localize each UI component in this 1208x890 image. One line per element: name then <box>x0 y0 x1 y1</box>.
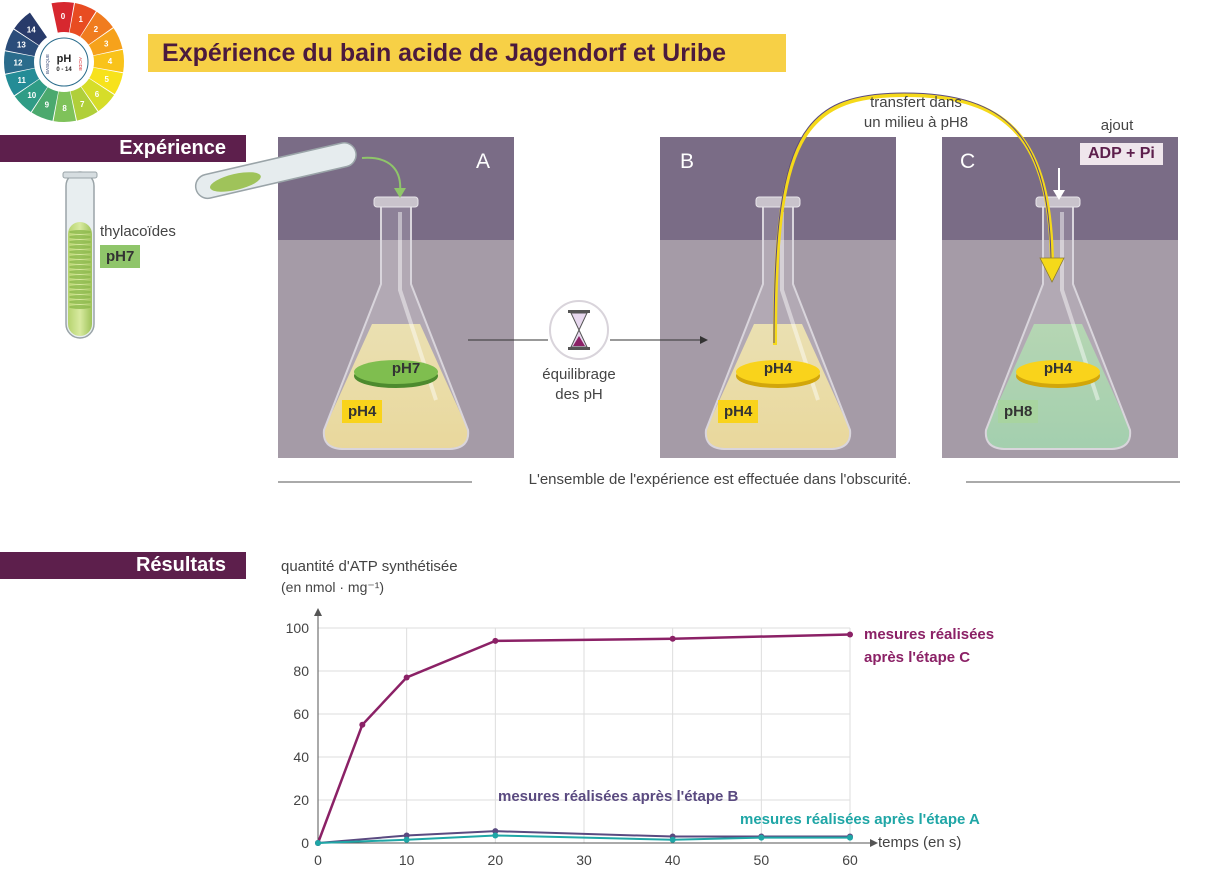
ph-wheel-range: 0 - 14 <box>56 67 72 73</box>
ph-wheel-segment <box>14 79 48 112</box>
panel-c-medium-ph: pH8 <box>998 400 1039 423</box>
ph-wheel-segment <box>81 78 115 112</box>
y-tick-label: 100 <box>286 620 310 636</box>
ph-wheel-number: 6 <box>95 90 100 99</box>
ph-wheel-number: 14 <box>27 26 36 35</box>
data-point <box>669 635 676 642</box>
chart-xlabel: temps (en s) <box>878 834 962 851</box>
ph-wheel-number: 5 <box>105 75 110 84</box>
data-point <box>492 828 499 835</box>
ph-wheel-number: 3 <box>104 40 109 49</box>
ph-wheel-number: 8 <box>62 104 67 113</box>
ph-wheel-segment <box>89 67 123 95</box>
data-point <box>758 834 765 841</box>
x-tick-label: 20 <box>488 852 504 868</box>
y-tick-label: 20 <box>293 792 309 808</box>
x-tick-label: 10 <box>399 852 415 868</box>
panel-a-disk-ph: pH7 <box>391 360 421 377</box>
panel-a-letter: A <box>476 150 491 173</box>
tube-label: thylacoïdes <box>100 223 176 240</box>
ph-wheel-segment <box>51 1 74 33</box>
ph-wheel-number: 2 <box>94 25 99 34</box>
ajout-label: ajout <box>1100 117 1134 134</box>
data-point <box>315 840 321 846</box>
y-tick-label: 40 <box>293 749 309 765</box>
y-tick-label: 0 <box>301 835 309 851</box>
x-tick-label: 60 <box>842 852 858 868</box>
panel-a-medium-ph: pH4 <box>342 400 383 423</box>
data-point <box>847 834 853 841</box>
series-line <box>316 633 851 844</box>
equilibrage-label-1: équilibrage <box>542 366 616 383</box>
ph-wheel-acid-label: ACIDE <box>78 57 83 71</box>
data-point <box>847 631 853 638</box>
data-point <box>669 836 676 843</box>
transfer-label-1: transfert dans <box>870 94 962 111</box>
test-tube <box>62 171 98 339</box>
tube-ph-tag: pH7 <box>100 245 141 268</box>
darkness-note: L'ensemble de l'expérience est effectuée… <box>528 471 912 488</box>
chart-ylabel-1: quantité d'ATP synthétisée <box>281 558 458 575</box>
y-tick-label: 60 <box>293 706 309 722</box>
series-c-label-1: mesures réalisées <box>864 626 995 643</box>
series-c-label-2: après l'étape C <box>864 649 971 666</box>
ph-wheel-segment <box>80 11 113 45</box>
ph-wheel-segment <box>88 28 123 56</box>
page-title: Expérience du bain acide de Jagendorf et… <box>148 34 786 72</box>
ph-wheel-segment <box>3 51 35 74</box>
pouring-tube <box>194 142 357 200</box>
ph-wheel-number: 7 <box>80 100 85 109</box>
ph-wheel-number: 12 <box>14 58 23 67</box>
panel-c-letter: C <box>960 150 976 173</box>
ph-wheel-number: 4 <box>108 57 113 66</box>
panel-b-letter: B <box>680 150 695 173</box>
ph-wheel-number: 9 <box>45 101 50 110</box>
ph-wheel-number: 11 <box>17 76 26 85</box>
ph-wheel-number: 13 <box>17 41 26 50</box>
x-tick-label: 50 <box>754 852 770 868</box>
ph-wheel-segment <box>5 68 40 96</box>
series-b-label: mesures réalisées après l'étape B <box>498 788 739 805</box>
ph-wheel-segment <box>70 86 98 121</box>
flask-a <box>322 196 470 450</box>
series-a-label: mesures réalisées après l'étape A <box>740 811 980 828</box>
atp-chart: 0 10 20 30 40 50 60 0 20 40 60 80 100 <box>286 608 878 868</box>
data-point <box>403 674 410 681</box>
data-point <box>492 637 499 644</box>
data-point <box>492 832 499 839</box>
series-line <box>317 830 850 844</box>
data-point <box>403 836 410 843</box>
x-tick-label: 40 <box>665 852 681 868</box>
ph-wheel-segment <box>31 87 59 121</box>
chart-ylabel-2: (en nmol · mg⁻¹) <box>281 579 385 595</box>
ph-wheel-number: 0 <box>61 12 66 21</box>
series-line <box>317 834 850 844</box>
data-point <box>403 832 410 839</box>
x-tick-label: 30 <box>576 852 592 868</box>
ph-wheel-segment <box>93 49 125 73</box>
ph-wheel-segment <box>53 91 76 122</box>
x-tick-label: 0 <box>314 852 322 868</box>
panel-b-medium-ph: pH4 <box>718 400 759 423</box>
y-tick-label: 80 <box>293 663 309 679</box>
data-point <box>359 721 366 728</box>
ph-wheel-segment <box>14 12 47 46</box>
section-experience: Expérience <box>0 135 246 162</box>
section-results: Résultats <box>0 552 246 579</box>
panel-c-disk-ph: pH4 <box>1043 360 1073 377</box>
ph-wheel-base-label: BASIQUE <box>45 54 50 74</box>
pour-arrow <box>361 156 402 193</box>
ph-wheel-segment <box>69 3 96 37</box>
adp-pi-box: ADP + Pi <box>1080 143 1163 165</box>
ph-wheel-number: 10 <box>27 91 36 100</box>
ph-wheel-segment <box>5 29 39 57</box>
ph-wheel-number: 1 <box>79 15 84 24</box>
ph-wheel-center-label: pH <box>57 53 72 65</box>
hourglass-icon <box>549 300 609 360</box>
equilibrage-label-2: des pH <box>555 386 603 403</box>
transfer-label-2: un milieu à pH8 <box>863 114 969 131</box>
panel-b-disk-ph: pH4 <box>763 360 793 377</box>
